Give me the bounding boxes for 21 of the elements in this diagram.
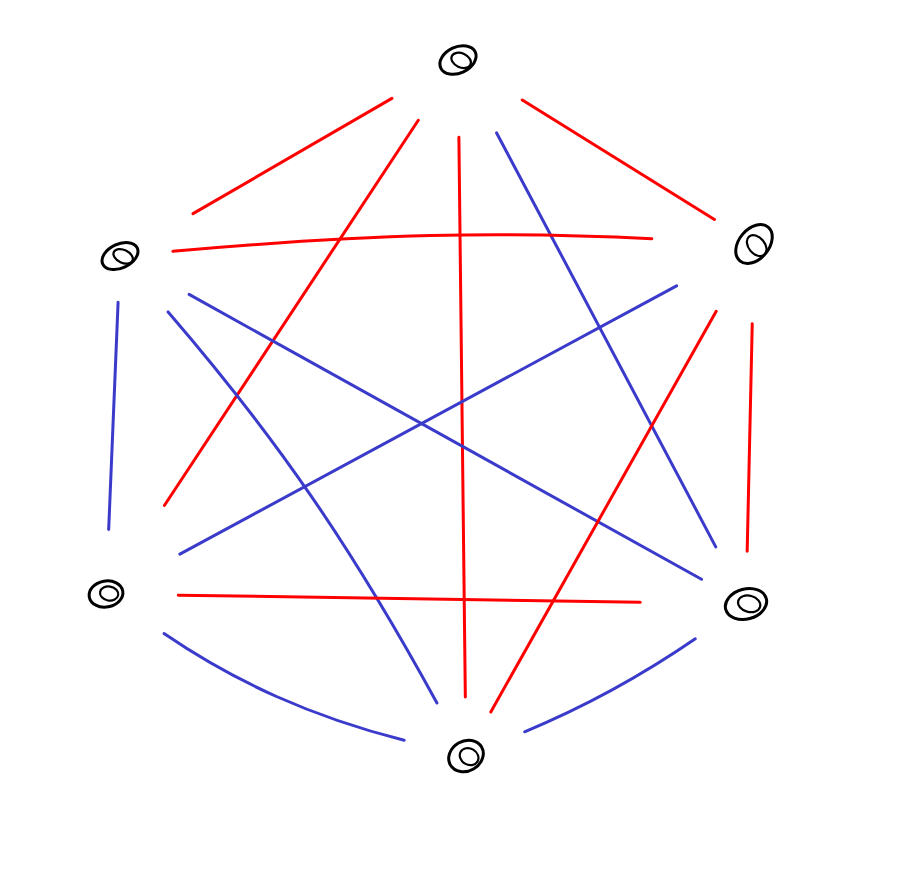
scribbled-circle <box>100 241 140 271</box>
scribbled-circle <box>87 579 125 609</box>
edge-line <box>187 292 703 581</box>
scribbled-circle <box>723 587 769 621</box>
edge-line <box>457 135 467 699</box>
edge-line <box>162 632 406 742</box>
edge-line <box>495 131 718 549</box>
edge-line <box>171 233 654 253</box>
scribbled-circle <box>447 738 485 774</box>
scribbled-circle <box>734 223 774 265</box>
edge-line <box>107 300 120 531</box>
scribbled-circle <box>438 44 478 76</box>
edge-line <box>523 637 697 734</box>
edge-line <box>176 593 642 604</box>
edge-line <box>162 118 420 507</box>
edge-line <box>191 96 394 216</box>
edge-line <box>489 309 718 714</box>
edge-line <box>520 98 716 221</box>
edge-line <box>745 322 754 553</box>
edge-line <box>178 284 679 556</box>
edge-line <box>166 310 439 705</box>
